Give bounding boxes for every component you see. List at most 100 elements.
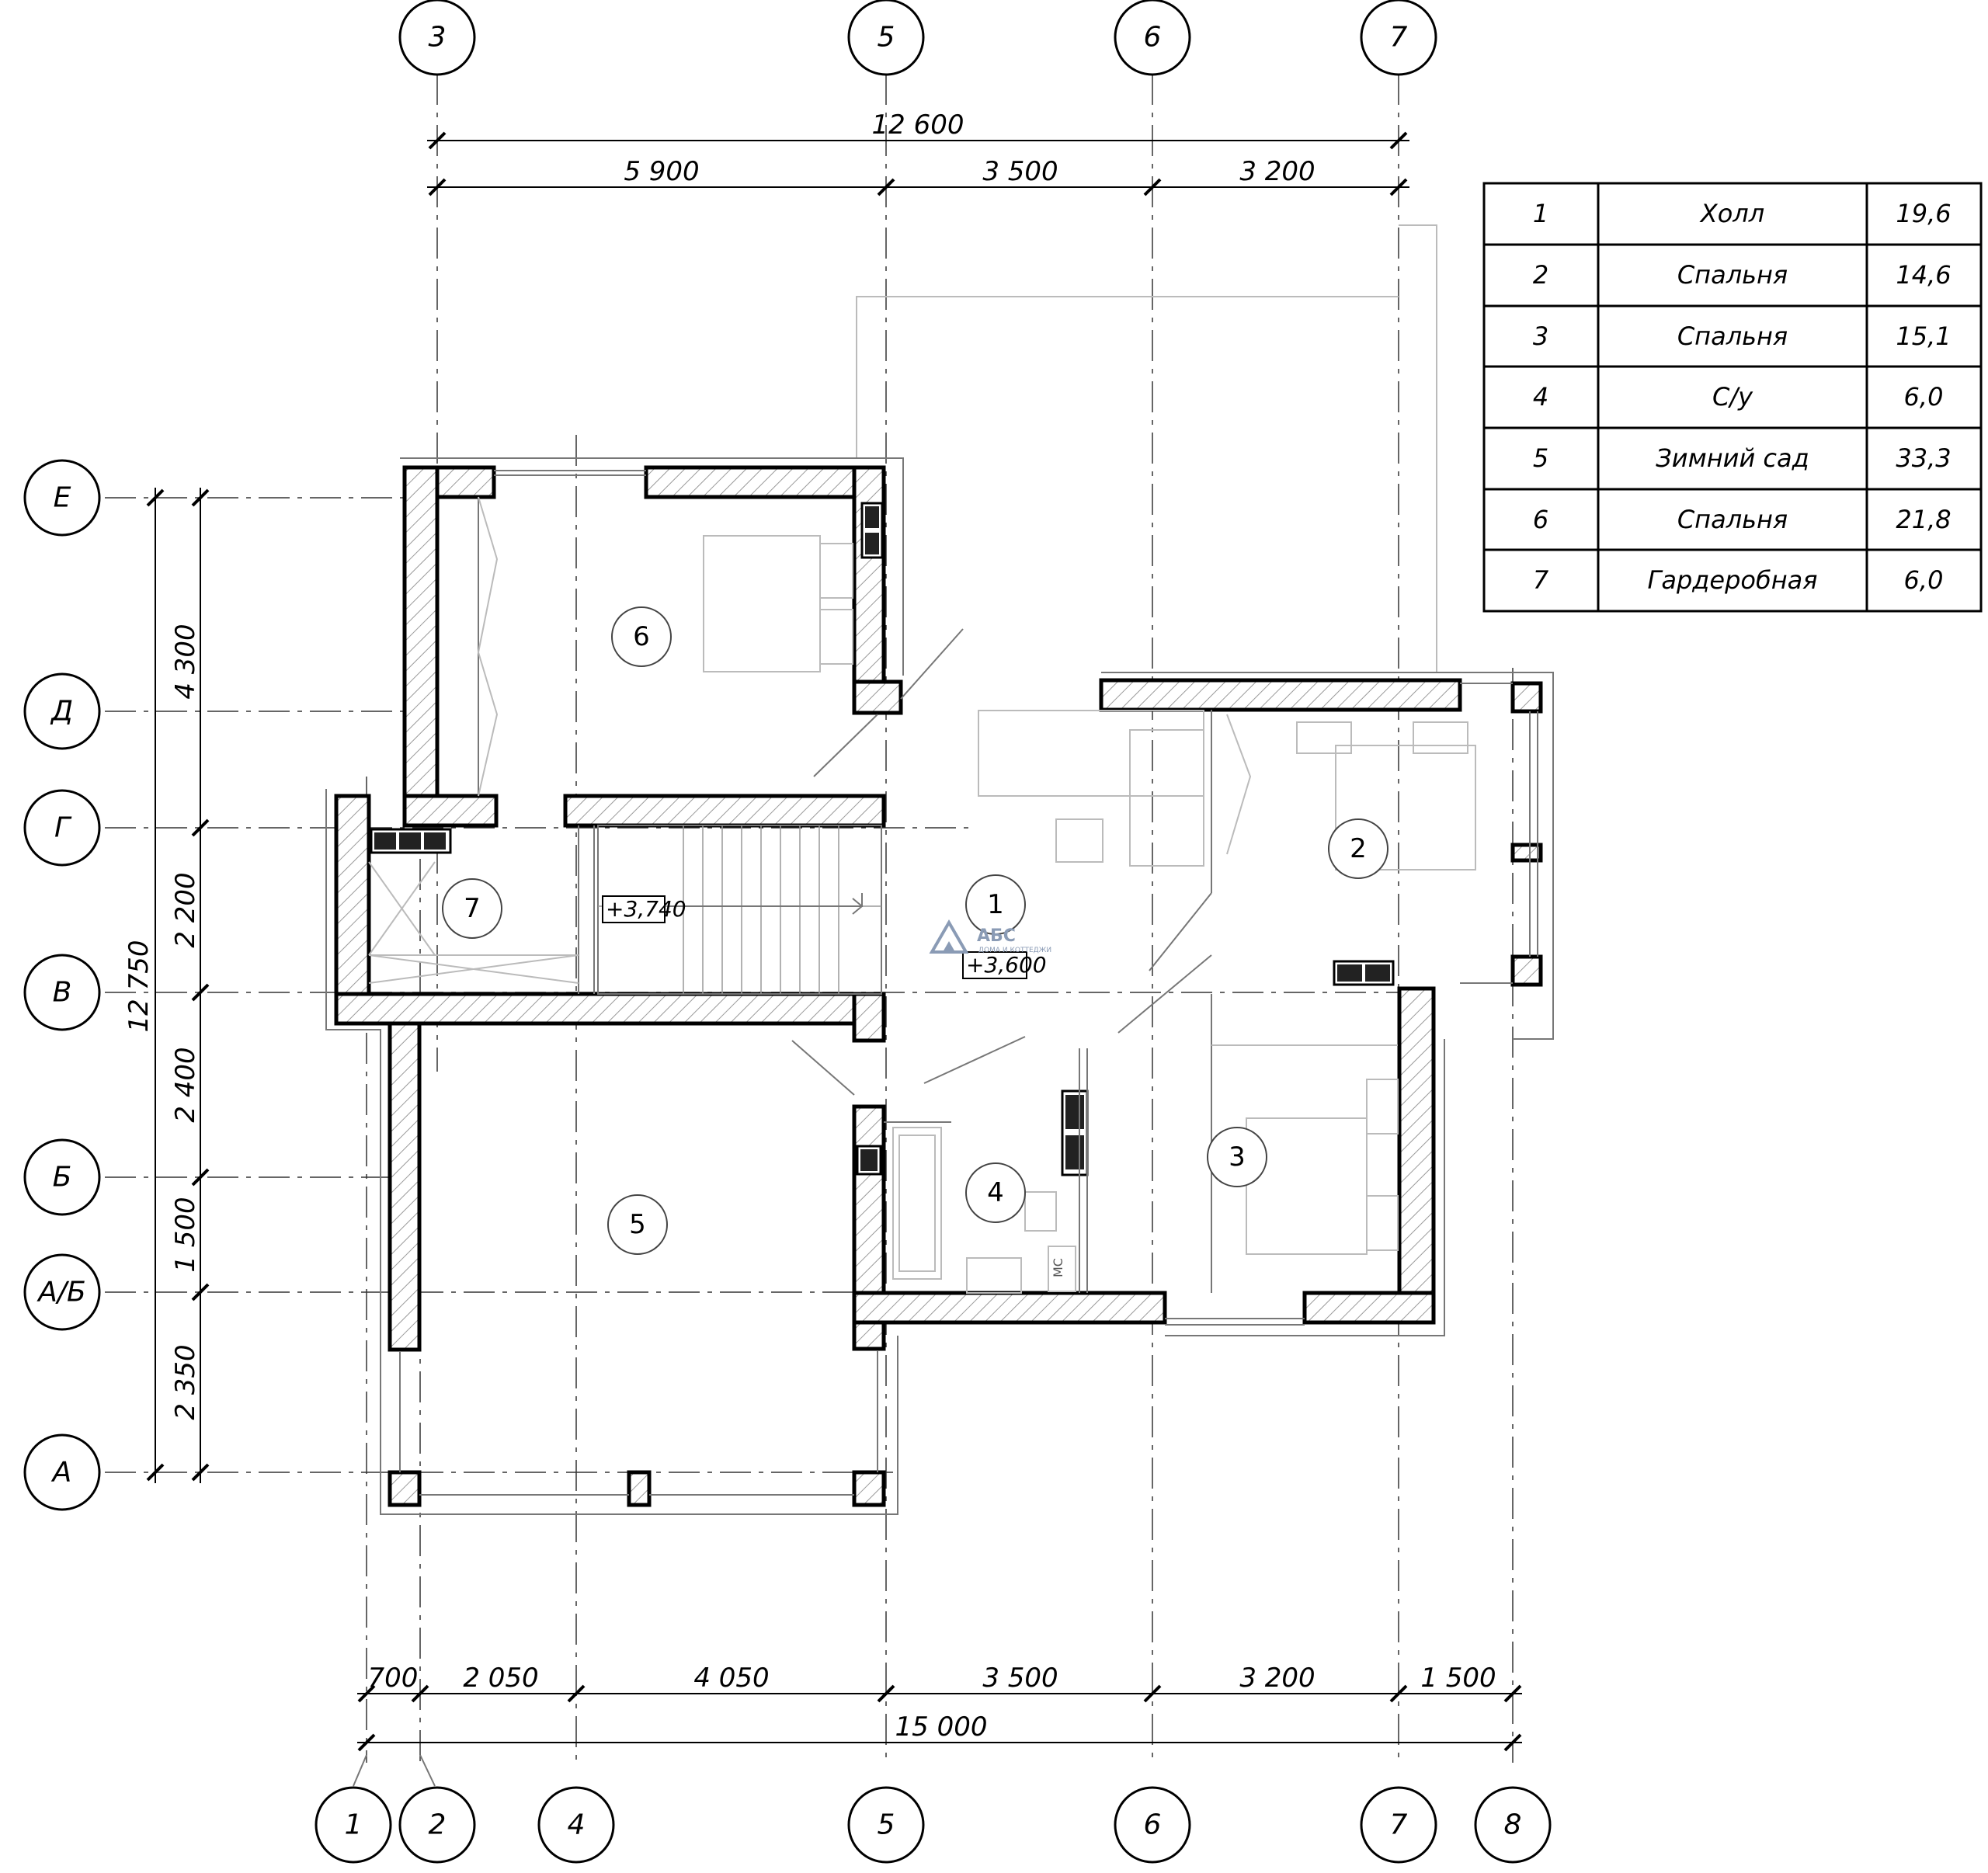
axis-label: В xyxy=(53,977,72,1009)
dimension-segment: 4 050 xyxy=(693,1663,769,1694)
table-row: 3 Спальня 15,1 xyxy=(1533,321,1952,351)
axis-bubble-top-7: 7 xyxy=(1360,0,1437,76)
room-area-cell: 19,6 xyxy=(1896,199,1951,228)
room-number: 1 xyxy=(987,889,1004,920)
room-marker-5: 5 xyxy=(607,1194,668,1255)
axis-bubble-bottom-1: 1 xyxy=(315,1786,392,1864)
room-number-cell: 3 xyxy=(1533,321,1548,351)
dimension-overall-bottom: 15 000 xyxy=(895,1711,988,1743)
axis-bubble-bottom-5: 5 xyxy=(847,1786,925,1864)
building-outline xyxy=(325,457,1554,1515)
axis-label: 7 xyxy=(1390,1809,1408,1841)
dimension-segment: 2 400 xyxy=(170,1047,201,1122)
axis-label: 7 xyxy=(1390,22,1408,54)
room-number: 4 xyxy=(987,1177,1004,1208)
axis-bubble-top-6: 6 xyxy=(1114,0,1191,76)
axis-label: 3 xyxy=(429,22,447,54)
room-schedule-table: 1 Холл 19,6 2 Спальня 14,6 3 Спальня 15,… xyxy=(1482,182,1983,613)
bottom-axis-markers: 1 2 4 5 6 7 8 xyxy=(315,1754,1552,1864)
axis-label: А/Б xyxy=(36,1277,85,1308)
dimension-segment: 700 xyxy=(368,1663,419,1694)
axis-bubble-left-E: Е xyxy=(23,459,101,537)
room-marker-2: 2 xyxy=(1328,818,1388,879)
room-number: 7 xyxy=(464,893,481,924)
room-area-cell: 6,0 xyxy=(1904,565,1944,595)
axis-bubble-bottom-6: 6 xyxy=(1114,1786,1191,1864)
table-row: 6 Спальня 21,8 xyxy=(1533,505,1952,534)
room-area-cell: 21,8 xyxy=(1896,505,1951,534)
table-row: 2 Спальня 14,6 xyxy=(1533,260,1952,290)
room-number-cell: 5 xyxy=(1533,443,1548,473)
walls xyxy=(334,465,1543,1507)
room-number: 2 xyxy=(1350,833,1367,864)
room-number-cell: 7 xyxy=(1533,565,1549,595)
room-number-cell: 2 xyxy=(1533,260,1548,290)
room-name-cell: Спальня xyxy=(1677,321,1788,351)
company-logo: АБС ДОМА И КОТТЕДЖИ xyxy=(929,919,1051,954)
left-axis-markers: Е Д Г В Б А/Б А xyxy=(23,459,101,1511)
axis-bubble-left-G: Г xyxy=(23,789,101,867)
axis-bubble-bottom-2: 2 xyxy=(398,1786,476,1864)
room-marker-1: 1 xyxy=(965,874,1026,935)
dimension-segment: 2 200 xyxy=(170,872,201,947)
room-number-cell: 6 xyxy=(1533,505,1548,534)
axis-bubble-left-A: А xyxy=(23,1433,101,1511)
room-number: 6 xyxy=(633,621,650,652)
interior-details xyxy=(368,470,1538,1496)
fixture-label: МС xyxy=(1051,1258,1065,1277)
axis-bubble-bottom-8: 8 xyxy=(1474,1786,1552,1864)
axis-label: 6 xyxy=(1144,1809,1162,1841)
dimension-overall-left: 12 750 xyxy=(123,940,155,1033)
room-number-cell: 4 xyxy=(1533,382,1548,412)
axis-label: 6 xyxy=(1144,22,1162,54)
axis-label: 5 xyxy=(878,22,895,54)
grid-lines xyxy=(105,74,1514,1763)
axis-label: 4 xyxy=(568,1809,586,1841)
room-name-cell: Спальня xyxy=(1677,505,1788,534)
room-marker-6: 6 xyxy=(611,606,672,667)
room-area-cell: 6,0 xyxy=(1904,382,1944,412)
axis-label: 8 xyxy=(1504,1809,1522,1841)
room-area-cell: 14,6 xyxy=(1896,260,1951,290)
room-name-cell: С/у xyxy=(1712,382,1753,412)
room-number: 3 xyxy=(1229,1142,1246,1173)
dimension-segment: 4 300 xyxy=(170,624,201,699)
dimension-segment: 1 500 xyxy=(170,1197,201,1272)
logo-name: АБС xyxy=(977,926,1016,946)
dimension-segment: 5 900 xyxy=(624,156,699,187)
room-markers: 1 2 3 4 5 6 7 xyxy=(442,606,1388,1255)
dimension-segment: 3 500 xyxy=(982,1663,1058,1694)
level-marks: +3,740 +3,600 xyxy=(602,895,1047,979)
bottom-dimensions: 700 2 050 4 050 3 500 3 200 1 500 15 000 xyxy=(357,1663,1522,1752)
dimension-segment: 3 500 xyxy=(982,156,1058,187)
room-name-cell: Спальня xyxy=(1677,260,1788,290)
level-mark-hall: +3,600 xyxy=(966,952,1047,978)
axis-label: Б xyxy=(53,1162,72,1194)
axis-label: 1 xyxy=(345,1809,363,1841)
dimension-segment: 2 350 xyxy=(170,1344,201,1420)
table-row: 7 Гардеробная 6,0 xyxy=(1533,565,1944,595)
axis-label: 5 xyxy=(878,1809,895,1841)
top-dimensions: 12 600 5 900 3 500 3 200 xyxy=(427,109,1409,196)
axis-label: Е xyxy=(54,482,71,514)
axis-bubble-bottom-4: 4 xyxy=(537,1786,615,1864)
dimension-segment: 2 050 xyxy=(463,1663,538,1694)
dimension-segment: 3 200 xyxy=(1239,1663,1315,1694)
table-row: 1 Холл 19,6 xyxy=(1533,199,1952,228)
table-row: 4 С/у 6,0 xyxy=(1533,382,1944,412)
room-number: 5 xyxy=(629,1209,646,1240)
axis-label: А xyxy=(51,1457,72,1489)
room-marker-7: 7 xyxy=(442,878,502,939)
axis-bubble-bottom-7: 7 xyxy=(1360,1786,1437,1864)
logo-tagline: ДОМА И КОТТЕДЖИ xyxy=(978,947,1051,954)
room-marker-4: 4 xyxy=(965,1162,1026,1223)
axis-bubble-left-D: Д xyxy=(23,672,101,750)
room-number-cell: 1 xyxy=(1533,199,1548,228)
axis-bubble-left-AB: А/Б xyxy=(23,1253,101,1331)
room-area-cell: 15,1 xyxy=(1896,321,1951,351)
axis-bubble-left-B: Б xyxy=(23,1138,101,1216)
axis-label: 2 xyxy=(429,1809,447,1841)
level-mark-stair: +3,740 xyxy=(606,896,686,922)
table-row: 5 Зимний сад 33,3 xyxy=(1533,443,1952,473)
